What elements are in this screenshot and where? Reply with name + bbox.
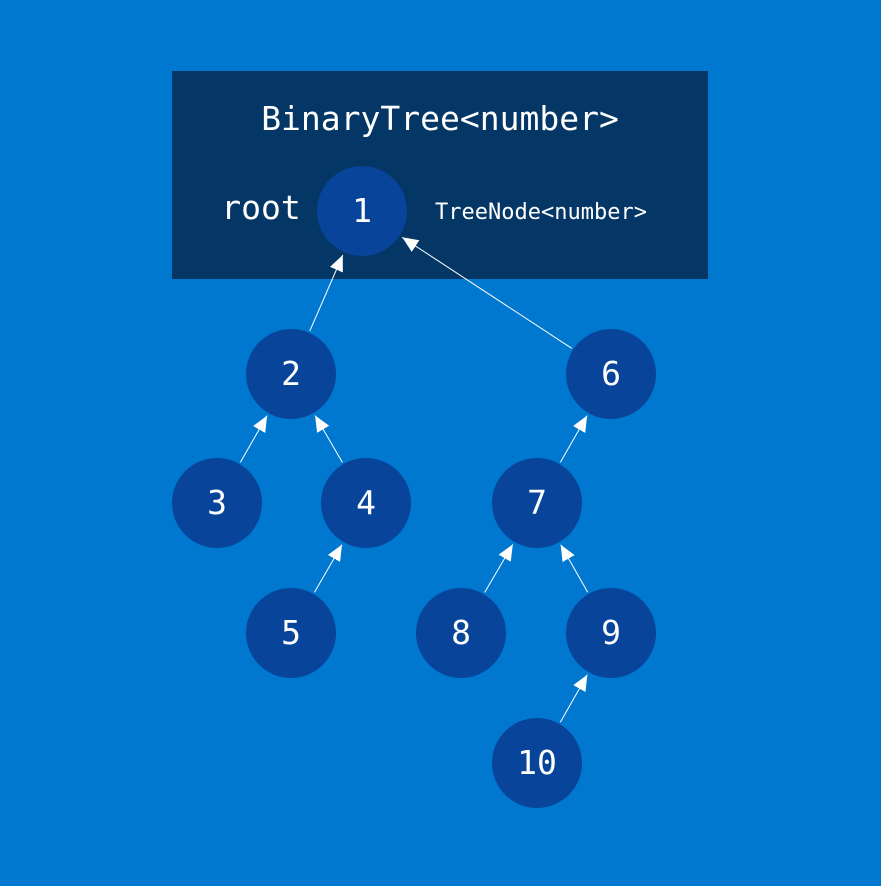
edge-n7-to-n6 bbox=[559, 415, 588, 463]
tree-node-2: 2 bbox=[246, 329, 336, 419]
tree-node-5: 5 bbox=[246, 588, 336, 678]
edge-n2-to-n1 bbox=[309, 254, 344, 332]
tree-node-label: 6 bbox=[601, 354, 621, 393]
edge-n5-to-n4 bbox=[314, 544, 343, 593]
tree-node-label: 5 bbox=[281, 613, 301, 652]
tree-node-circle bbox=[492, 718, 582, 808]
nodes-layer: 1 2 3 4 5 6 7 8 9 10 bbox=[172, 166, 656, 808]
tree-node-circle bbox=[566, 588, 656, 678]
tree-node-label: 1 bbox=[352, 191, 372, 230]
binary-tree-title: BinaryTree<number> bbox=[261, 99, 619, 138]
tree-node-label: 3 bbox=[207, 483, 227, 522]
edges-layer bbox=[239, 236, 589, 723]
tree-node-circle bbox=[246, 588, 336, 678]
tree-node-label: 2 bbox=[281, 354, 301, 393]
edge-n3-to-n2 bbox=[239, 415, 268, 463]
tree-node-7: 7 bbox=[492, 458, 582, 548]
tree-node-1: 1 bbox=[317, 166, 407, 256]
tree-node-circle bbox=[317, 166, 407, 256]
tree-node-8: 8 bbox=[416, 588, 506, 678]
root-label: root bbox=[221, 188, 300, 227]
tree-node-circle bbox=[321, 458, 411, 548]
tree-node-4: 4 bbox=[321, 458, 411, 548]
tree-node-10: 10 bbox=[492, 718, 582, 808]
tree-node-circle bbox=[172, 458, 262, 548]
tree-node-circle bbox=[416, 588, 506, 678]
tree-node-6: 6 bbox=[566, 329, 656, 419]
tree-node-type-label: TreeNode<number> bbox=[435, 200, 647, 225]
tree-node-label: 4 bbox=[356, 483, 376, 522]
edge-n6-to-n1 bbox=[401, 236, 572, 349]
tree-node-circle bbox=[492, 458, 582, 548]
tree-node-circle bbox=[246, 329, 336, 419]
edge-n8-to-n7 bbox=[484, 544, 514, 593]
edge-n9-to-n7 bbox=[560, 544, 589, 593]
tree-node-label: 8 bbox=[451, 613, 471, 652]
tree-node-circle bbox=[566, 329, 656, 419]
tree-node-label: 7 bbox=[527, 483, 547, 522]
tree-node-9: 9 bbox=[566, 588, 656, 678]
binary-tree-container bbox=[172, 71, 708, 279]
edge-n10-to-n9 bbox=[559, 674, 588, 723]
tree-node-label: 10 bbox=[517, 743, 557, 782]
tree-node-3: 3 bbox=[172, 458, 262, 548]
edge-n4-to-n2 bbox=[314, 415, 343, 463]
tree-node-label: 9 bbox=[601, 613, 621, 652]
